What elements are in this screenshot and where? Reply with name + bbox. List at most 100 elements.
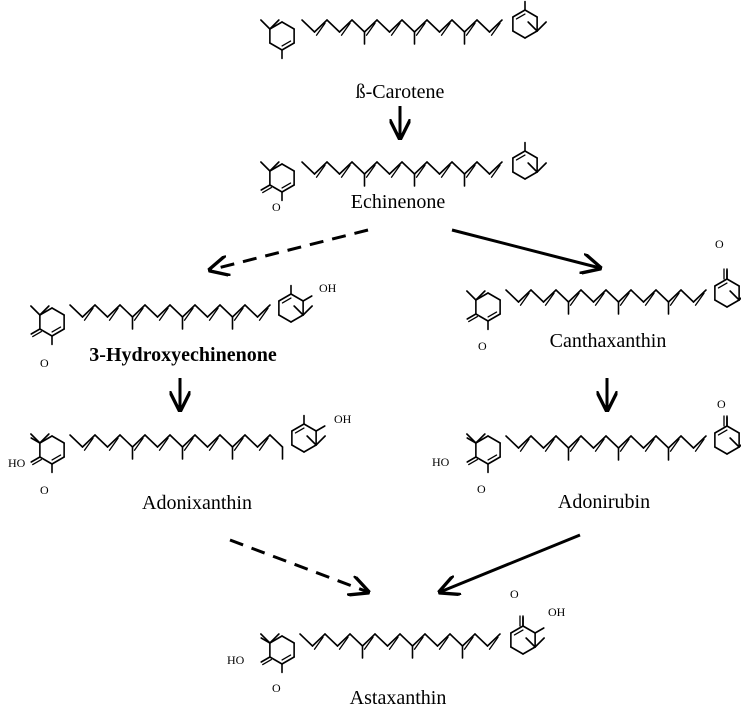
chain-bond [181,434,196,448]
oxo-label-echinenone: O [272,200,281,214]
chain-bond [256,434,271,448]
label-echinenone: Echinenone [350,191,446,213]
double-bond-line [440,22,451,36]
chain-bond [119,434,134,448]
chain-bond [181,304,196,318]
double-bond-line [413,636,424,650]
hydroxy-bond [534,627,545,634]
chain-bond [542,435,557,449]
chain-bond [351,161,366,175]
ring-bond [487,456,501,465]
double-bond-line [544,292,555,306]
double-bond-line [83,307,94,321]
methyl-bond [315,435,326,446]
double-bond-line [208,307,219,321]
chain-bond [592,289,607,303]
chain-bond [169,434,184,448]
ring-bond [487,292,501,301]
label-beta-carotene: ß-Carotene [355,81,445,103]
ring-double-bond [294,427,305,434]
arrow-echinenone-to-hydroxyechinenone [210,228,369,270]
ring-bond [475,313,489,322]
double-bond-line [365,164,376,178]
ring-bond [51,307,65,316]
double-bond-line [83,437,94,451]
arrow-adonirubin-to-astaxanthin [440,533,581,592]
double-bond-line [490,22,501,36]
ring-bond [281,163,295,172]
methyl-bond [536,162,547,173]
chain-bond [376,19,391,33]
chain-bond [144,434,159,448]
chain-bond [642,435,657,449]
ring-bond [512,30,526,39]
chain-bond [555,289,570,303]
carbonyl-bond [466,313,477,320]
chain-bond [476,161,491,175]
ring-bond [39,456,53,465]
ring-double-bond [717,282,728,289]
label-adonixanthin: Adonixanthin [142,492,252,514]
hydroxy-label-hydroxyechinenone: OH [319,281,337,295]
double-bond-line [594,292,605,306]
chain-bond [461,633,476,647]
chain-bond [94,434,109,448]
ring-bond [487,313,501,322]
carbonyl-bond [468,458,479,466]
chain-bond [617,289,632,303]
chain-bond [313,161,328,175]
chain-bond [517,289,532,303]
methyl-bond [269,633,280,644]
chain-bond [376,161,391,175]
carbonyl-bond [262,658,273,666]
chain-bond [401,19,416,33]
ring-bond [269,656,283,665]
methyl-bond [527,21,538,32]
carbonyl-bond [260,184,271,191]
chain-bond [299,633,314,647]
label-canthaxanthin: Canthaxanthin [549,330,667,352]
chain-bond [244,304,259,318]
ring-bond [291,423,305,432]
methyl-bond [269,19,280,30]
ring-bond [726,425,740,434]
hydroxy-bond [302,295,313,302]
double-bond-line [258,437,269,451]
molecule-adonixanthin [30,414,326,474]
ring-bond [524,150,538,159]
label-3-hydroxyechinenone: 3-Hydroxyechinenone [89,344,277,366]
ring-bond [290,314,304,323]
carbonyl-bond [466,456,477,463]
chain-bond [505,435,520,449]
chain-bond [386,633,401,647]
ring-bond [524,30,538,39]
double-bond-line [183,437,194,451]
double-bond-line [594,438,605,452]
chain-bond [311,633,326,647]
arrow-adonixanthin-to-astaxanthin [229,538,368,592]
ring-double-bond [487,454,498,461]
molecule-astaxanthin [260,615,545,674]
chain-bond [361,633,376,647]
ring-bond [281,635,295,644]
double-bond-line [619,292,630,306]
double-bond-line [340,22,351,36]
double-bond-line [438,636,449,650]
chain-bond [463,161,478,175]
chain-bond [244,434,259,448]
carbonyl-bond [260,656,271,663]
molecule-3-hydroxyechinenone [30,284,313,346]
double-bond-line [390,22,401,36]
chain-bond [617,435,632,449]
chain-bond [413,19,428,33]
chain-bond [338,161,353,175]
chain-bond [374,633,389,647]
chain-bond [530,435,545,449]
ring-bond [714,446,728,455]
double-bond-line [465,22,476,36]
double-bond-line [415,22,426,36]
hydroxy-bond [260,637,271,644]
methyl-bond [475,290,486,301]
chain-bond [338,19,353,33]
